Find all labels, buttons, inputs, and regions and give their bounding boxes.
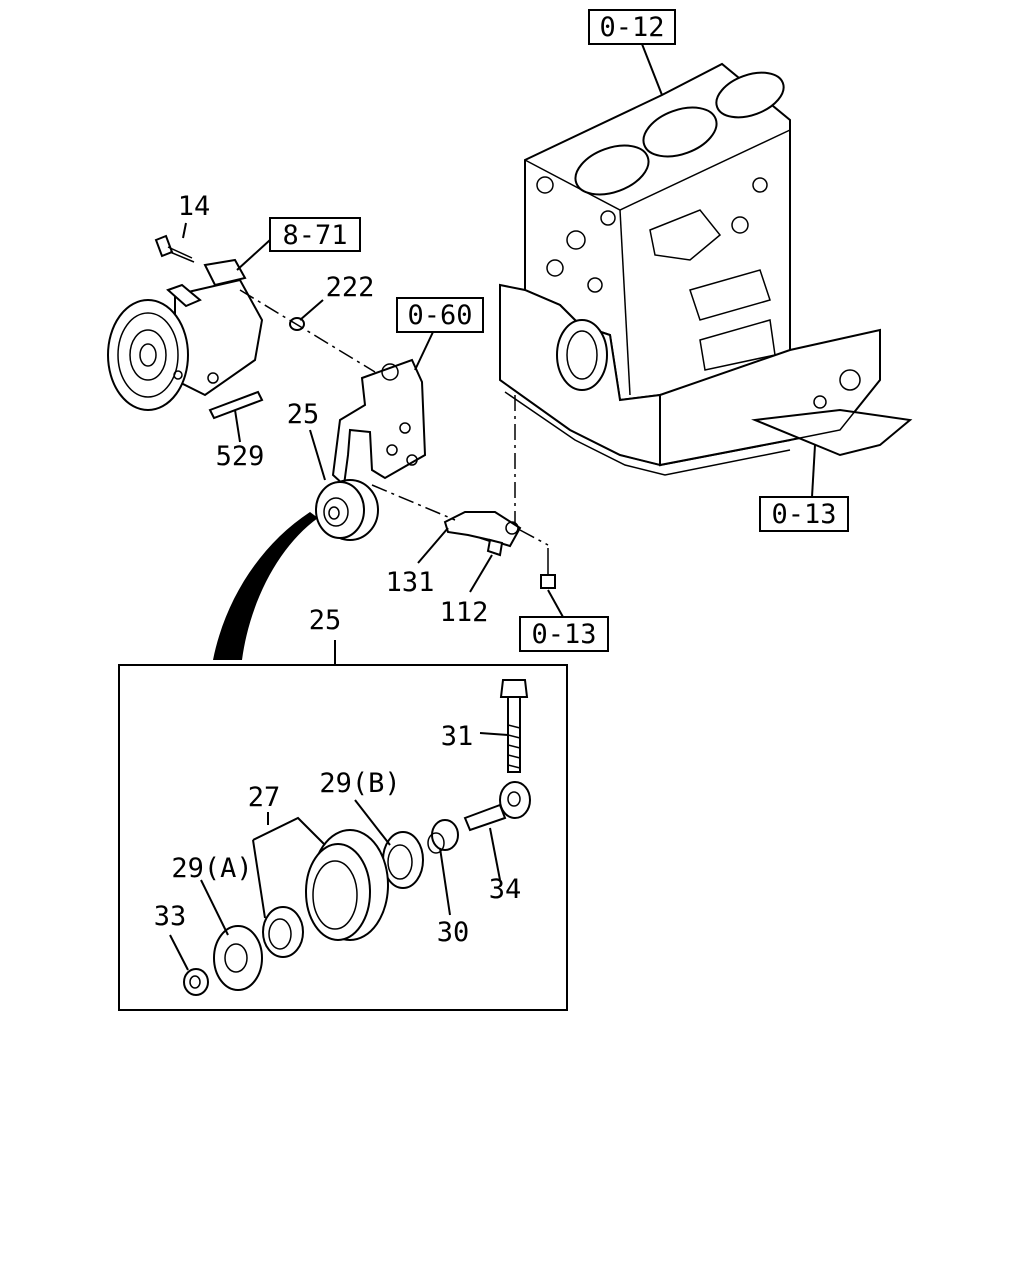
ref-box-0-13-engine: [759, 496, 849, 532]
leader-lines: [169, 43, 816, 971]
ref-0-13-engine[interactable]: 0-13: [771, 499, 836, 530]
detail-pointer: [213, 512, 318, 660]
ref-box-0-60: [396, 297, 484, 333]
bolt-31: [499, 679, 529, 773]
ref-box-8-71: [269, 217, 361, 252]
label-30: 30: [437, 917, 470, 948]
label-14: 14: [178, 191, 211, 222]
sleeve-30: [427, 819, 459, 854]
label-29b: 29(B): [319, 768, 400, 799]
ref-box-0-13-stud: [519, 616, 609, 652]
shim-529: [208, 390, 264, 420]
ref-0-60[interactable]: 0-60: [407, 300, 472, 331]
label-25-detail: 25: [309, 605, 342, 636]
label-222: 222: [326, 272, 375, 303]
bracket-hole: [505, 521, 519, 535]
label-112: 112: [440, 597, 489, 628]
assembly-line-b: [371, 484, 456, 521]
compressor: [107, 258, 264, 411]
bolt-14: [154, 234, 195, 263]
label-131: 131: [386, 567, 435, 598]
ref-0-13-stud[interactable]: 0-13: [531, 619, 596, 650]
label-25: 25: [287, 399, 320, 430]
ref-0-12[interactable]: 0-12: [599, 12, 664, 43]
bearing-27: [262, 906, 304, 958]
engine-block: [499, 62, 913, 476]
nut-33: [183, 968, 209, 996]
compressor-bracket: [331, 358, 427, 488]
assembly-line-a: [239, 289, 376, 373]
label-34: 34: [489, 874, 522, 905]
pulley-27: [305, 829, 389, 941]
label-29a: 29(A): [171, 853, 252, 884]
label-27: 27: [248, 782, 281, 813]
idler-pulley: [315, 479, 379, 541]
label-33: 33: [154, 901, 187, 932]
ref-box-0-12: [588, 9, 676, 45]
shaft-34: [463, 781, 531, 832]
bearing-29a: [213, 925, 263, 991]
label-31: 31: [441, 721, 474, 752]
label-529: 529: [216, 441, 265, 472]
assembly-line-d: [519, 529, 549, 546]
ref-8-71[interactable]: 8-71: [282, 220, 347, 251]
bracket-131: [443, 511, 522, 548]
stud-bolt: [540, 548, 556, 589]
bolt-112: [479, 537, 504, 557]
bearing-29b: [382, 831, 424, 889]
